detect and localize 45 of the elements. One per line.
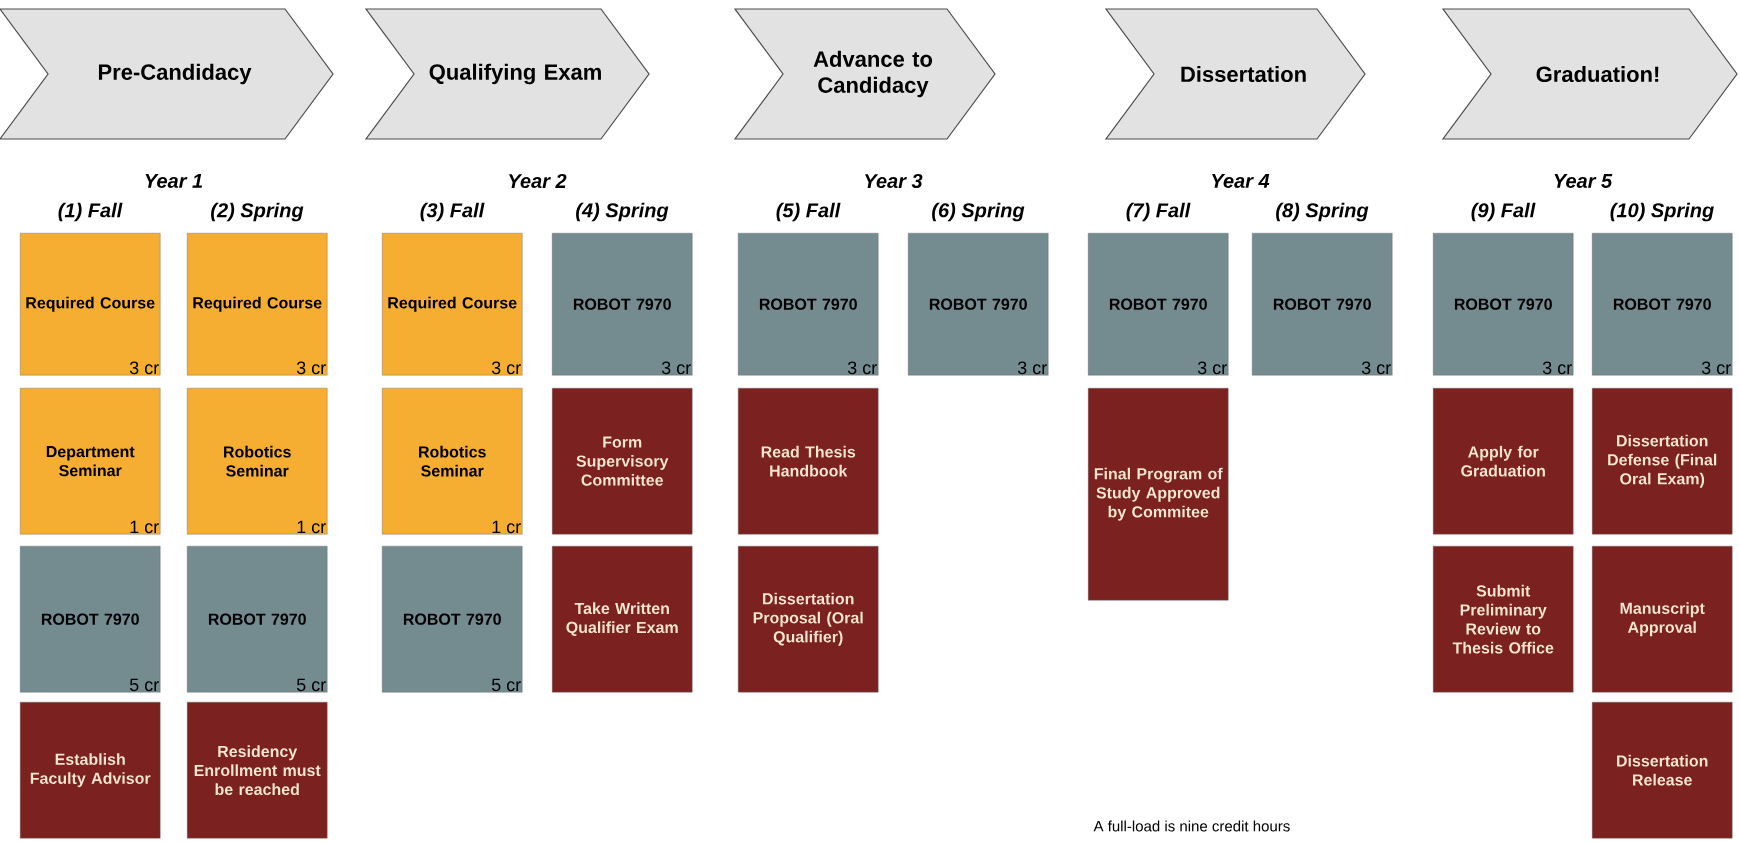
year-label: Year 2 — [509, 173, 567, 189]
course-box: ROBOT 7970 3 cr — [1433, 233, 1574, 376]
year-label: Year 5 — [1554, 174, 1613, 188]
year-label: Year 3 — [865, 173, 923, 189]
course-box: ROBOT 7970 3 cr — [1088, 233, 1229, 376]
course-box: Required Course 3 cr — [382, 233, 523, 376]
semester-label: (8) Spring — [1276, 202, 1369, 222]
course-box: ROBOT 7970 3 cr — [908, 233, 1049, 376]
year-label: Year 1 — [145, 174, 203, 188]
course-box: ROBOT 7970 5 cr — [382, 546, 523, 693]
course-box: ROBOT 7970 3 cr — [738, 233, 879, 376]
milestone-box: Form Supervisory Committee — [552, 388, 693, 535]
chevron: Graduation! — [1441, 8, 1738, 140]
note: A full-load is nine credit hours — [1093, 820, 1290, 832]
course-box: ROBOT 7970 5 cr — [187, 546, 328, 693]
course-box: Required Course 3 cr — [187, 233, 328, 376]
milestone-box: Establish Faculty Advisor — [20, 702, 161, 839]
milestone-box: Final Program of Study Approved by Commitee — [1088, 388, 1229, 601]
semester-label: (6) Spring — [932, 202, 1025, 222]
semester-label: (2) Spring — [211, 202, 304, 222]
milestone-box: Residency Enrollment must be reached — [187, 702, 328, 839]
course-box: Robotics Seminar 1 cr — [382, 388, 523, 535]
milestone-box: Take Written Qualifier Exam — [552, 546, 693, 693]
course-box: ROBOT 7970 3 cr — [1252, 233, 1393, 376]
course-box: Department Seminar 1 cr — [20, 388, 161, 535]
course-box: ROBOT 7970 5 cr — [20, 546, 161, 693]
semester-label: (4) Spring — [576, 202, 669, 222]
course-box: Robotics Seminar 1 cr — [187, 388, 328, 535]
chevron: Qualifying Exam — [364, 8, 650, 140]
chevron: Dissertation — [1104, 8, 1366, 140]
milestone-box: Dissertation Proposal (Oral Qualifier) — [738, 546, 879, 693]
semester-label: (9) Fall — [1471, 202, 1536, 222]
milestone-box: Submit Preliminary Review to Thesis Office — [1433, 546, 1574, 693]
semester-label: (10) Spring — [1610, 202, 1714, 222]
course-box: ROBOT 7970 3 cr — [1592, 233, 1733, 376]
milestone-box: Apply for Graduation — [1433, 388, 1574, 535]
milestone-box: Manuscript Approval — [1592, 546, 1733, 693]
chevron: Advance to Candidacy — [733, 8, 996, 140]
chevron: Pre-Candidacy — [0, 8, 334, 140]
course-box: Required Course 3 cr — [20, 233, 161, 376]
milestone-box: Dissertation Release — [1592, 702, 1733, 839]
milestone-box: Dissertation Defense (Final Oral Exam) — [1592, 388, 1733, 535]
course-box: ROBOT 7970 3 cr — [552, 233, 693, 376]
milestone-box: Read Thesis Handbook — [738, 388, 879, 535]
year-label: Year 4 — [1212, 174, 1270, 188]
